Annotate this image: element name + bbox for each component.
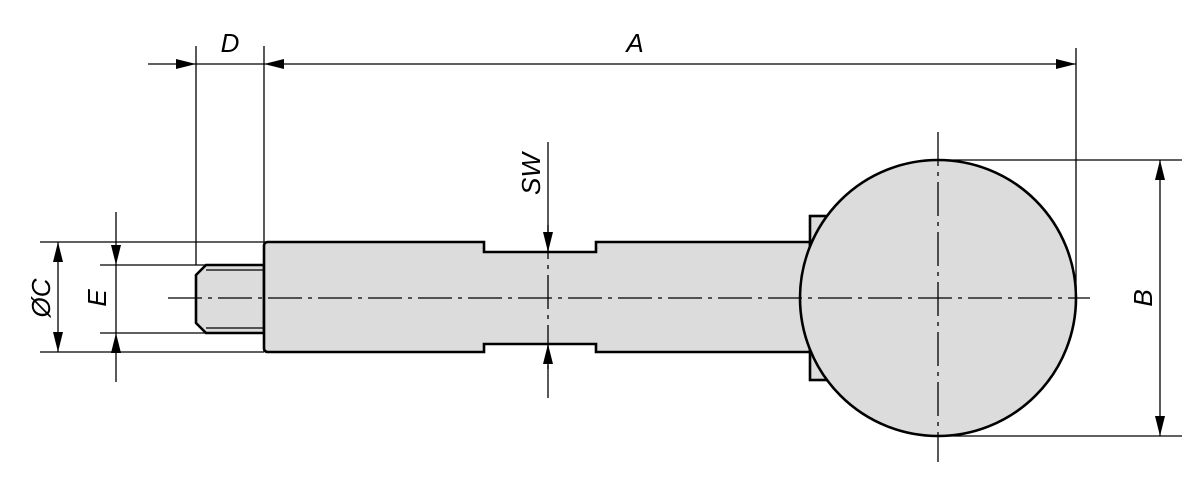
dimension-d-label: D — [221, 28, 240, 58]
dimension-c: ØC — [26, 242, 63, 352]
dimension-d: D — [148, 28, 264, 69]
dimension-sw-label: SW — [516, 151, 546, 195]
dimension-c-label: ØC — [26, 278, 56, 318]
dimension-a-label: A — [624, 28, 643, 58]
threaded-stub — [194, 263, 266, 335]
dimension-b-label: B — [1128, 289, 1158, 306]
dimension-b: B — [1128, 160, 1165, 436]
shaft — [262, 240, 812, 354]
dimension-e: E — [82, 212, 121, 382]
dimension-sw: SW — [516, 142, 553, 398]
dimension-e-label: E — [82, 289, 112, 307]
dimension-a: A — [264, 28, 1076, 69]
